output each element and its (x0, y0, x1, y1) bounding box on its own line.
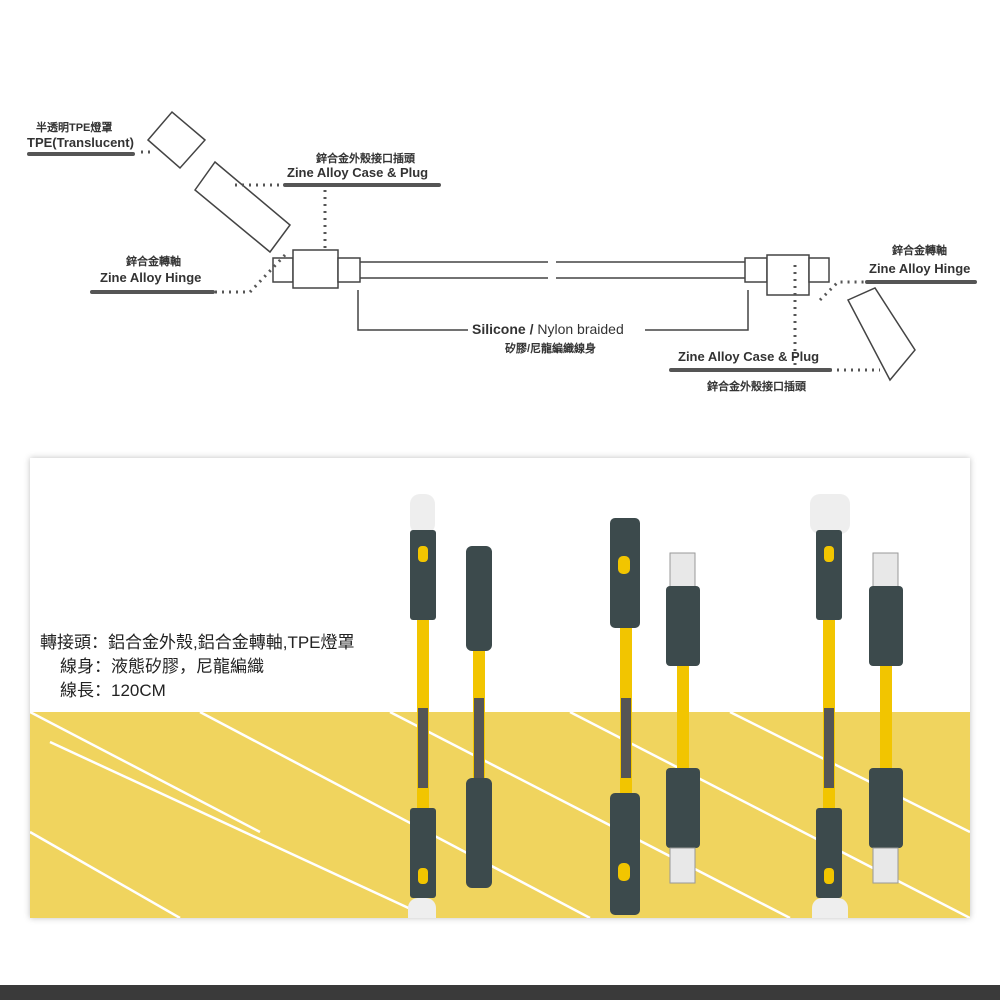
case-left (193, 160, 292, 254)
cable-structure-diagram (140, 110, 916, 382)
hinge-left-label-en: Zine Alloy Hinge (100, 270, 202, 285)
case-plug-right-label-zh: 鋅合金外殼接口插頭 (707, 381, 806, 393)
cable-body-nylon: Nylon braided (537, 321, 624, 337)
spec-length: 線長：120CM (60, 681, 166, 700)
hinge-right-leader (865, 280, 977, 284)
case-plug-right-label-en: Zine Alloy Case & Plug (678, 349, 820, 364)
case-plug-left-label-zh: 鋅合金外殼接口插頭 (316, 153, 415, 165)
cable-photo-1 (408, 494, 436, 918)
spec-connector: 轉接頭：鋁合金外殼,鋁合金轉軸,TPE燈罩 (40, 633, 355, 652)
hinge-right-label-zh: 鋅合金轉軸 (892, 245, 947, 257)
hinge-right (766, 254, 810, 296)
case-plug-left-label-en: Zine Alloy Case & Plug (287, 165, 429, 180)
case-plug-left-leader (283, 183, 441, 187)
cable-body-label-en: Silicone / Nylon braided (472, 321, 624, 337)
tpe-cap-leader (27, 152, 135, 156)
cable-photo-4 (666, 552, 700, 884)
hinge-left-leader (90, 290, 215, 294)
case-plug-right-leader (669, 368, 832, 372)
cable-photo-3 (610, 518, 640, 915)
tpe-cap-label-zh: 半透明TPE燈罩 (36, 122, 113, 134)
cable-photos (408, 494, 903, 918)
cable-body-bold: Silicone (472, 321, 526, 337)
product-photo-panel: 轉接頭：鋁合金外殼,鋁合金轉軸,TPE燈罩 線身：液態矽膠，尼龍編織 線長：12… (30, 458, 970, 918)
plug-right (808, 257, 830, 283)
hinge-left-label-zh: 鋅合金轉軸 (126, 256, 181, 268)
hinge-left (292, 249, 339, 289)
diagonal-stripes (30, 712, 970, 918)
cable-body-label-zh: 矽膠/尼龍編織線身 (505, 343, 597, 355)
footer-bar (0, 985, 1000, 1000)
cable-photo-5 (810, 494, 850, 918)
yellow-striped-background (30, 712, 970, 918)
case-right (846, 287, 916, 382)
cable-photo-6 (869, 552, 903, 884)
plug-left (272, 257, 294, 283)
hinge-right-label-en: Zine Alloy Hinge (869, 261, 971, 276)
tpe-cap-left (146, 110, 207, 170)
tpe-cap-label-en: TPE(Translucent) (27, 135, 134, 150)
spec-cable: 線身：液態矽膠，尼龍編織 (60, 657, 264, 676)
cable-body-sep: / (525, 321, 538, 337)
cable-photo-2 (466, 546, 492, 888)
